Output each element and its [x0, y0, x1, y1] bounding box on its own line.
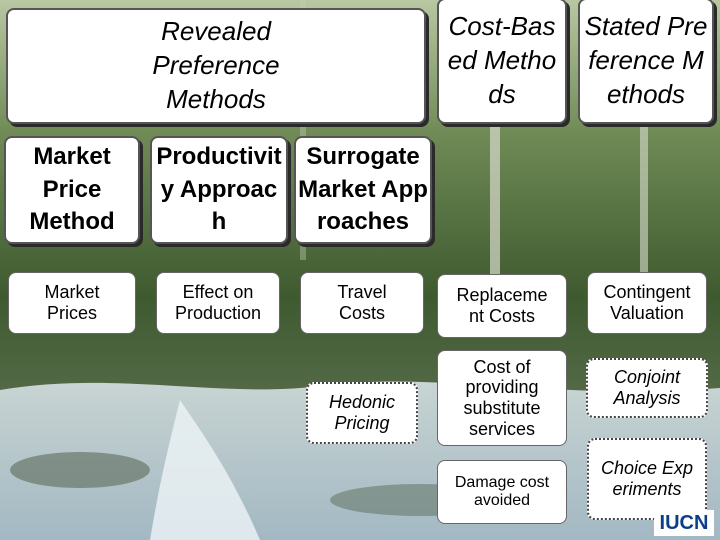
- travel-costs-label: Travel Costs: [332, 282, 392, 323]
- replacement-costs-box: Replacement Costs: [437, 274, 567, 338]
- choice-experiments-box: Choice Experiments: [587, 438, 707, 520]
- cost-substitute-box: Cost of providing substitute services: [437, 350, 567, 446]
- productivity-approach-label: Productivity Approach: [155, 141, 283, 238]
- revealed-preference-label: Revealed Preference Methods: [131, 15, 301, 116]
- contingent-valuation-label: Contingent Valuation: [591, 282, 703, 323]
- iucn-logo-text: IUCN: [660, 512, 709, 535]
- cost-based-header: Cost-Based Methods: [437, 0, 567, 124]
- surrogate-market-label: Surrogate Market Approaches: [298, 141, 428, 238]
- surrogate-market-box: Surrogate Market Approaches: [294, 136, 432, 244]
- damage-cost-box: Damage cost avoided: [437, 460, 567, 524]
- cost-substitute-label: Cost of providing substitute services: [452, 357, 552, 440]
- market-price-method-box: Market Price Method: [4, 136, 140, 244]
- effect-on-production-label: Effect on Production: [166, 282, 270, 323]
- iucn-logo: IUCN: [654, 510, 714, 536]
- contingent-valuation-box: Contingent Valuation: [587, 272, 707, 334]
- conjoint-analysis-label: Conjoint Analysis: [602, 367, 692, 408]
- travel-costs-box: Travel Costs: [300, 272, 424, 334]
- market-price-method-label: Market Price Method: [17, 141, 127, 238]
- damage-cost-label: Damage cost avoided: [447, 474, 557, 511]
- effect-on-production-box: Effect on Production: [156, 272, 280, 334]
- hedonic-pricing-box: Hedonic Pricing: [306, 382, 418, 444]
- market-prices-label: Market Prices: [32, 282, 112, 323]
- market-prices-box: Market Prices: [8, 272, 136, 334]
- stated-preference-label: Stated Preference Methods: [583, 10, 709, 111]
- hedonic-pricing-label: Hedonic Pricing: [322, 392, 402, 433]
- revealed-preference-header: Revealed Preference Methods: [6, 8, 426, 124]
- choice-experiments-label: Choice Experiments: [596, 458, 698, 499]
- stated-preference-header: Stated Preference Methods: [578, 0, 714, 124]
- productivity-approach-box: Productivity Approach: [150, 136, 288, 244]
- replacement-costs-label: Replacement Costs: [452, 285, 552, 326]
- cost-based-label: Cost-Based Methods: [446, 10, 558, 111]
- conjoint-analysis-box: Conjoint Analysis: [586, 358, 708, 418]
